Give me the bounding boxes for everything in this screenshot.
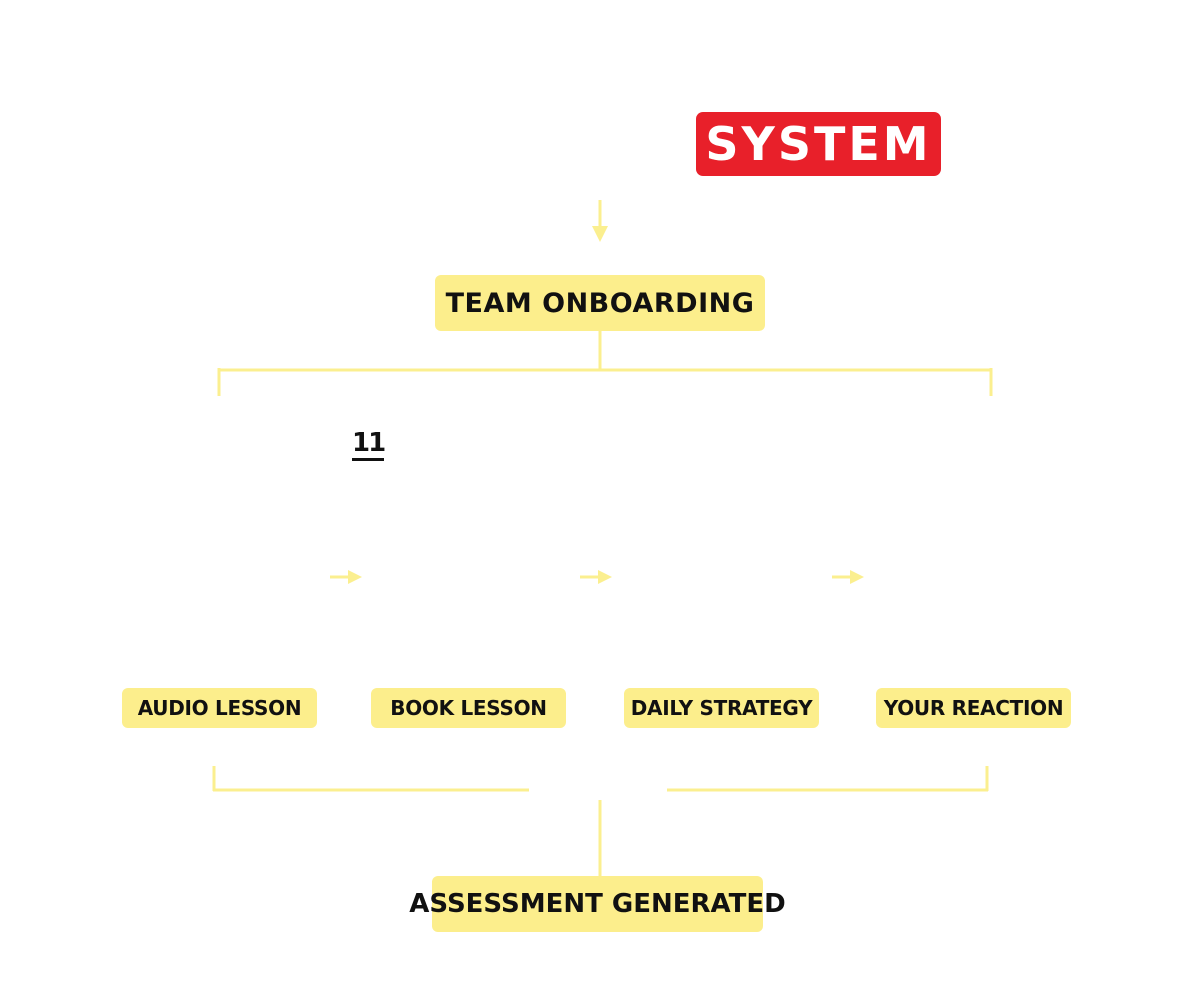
step-label: BOOK LESSON [390, 696, 547, 720]
system-header-badge: SYSTEM [696, 112, 941, 176]
step-node-your-reaction: YOUR REACTION [876, 688, 1071, 728]
step-arrow-3 [832, 570, 864, 584]
step-node-daily-strategy: DAILY STRATEGY [624, 688, 819, 728]
team-onboarding-label: TEAM ONBOARDING [445, 287, 755, 319]
step-label: YOUR REACTION [883, 696, 1064, 720]
team-onboarding-node: TEAM ONBOARDING [435, 275, 765, 331]
step-arrow-2 [580, 570, 612, 584]
assessment-generated-node: ASSESSMENT GENERATED [409, 876, 786, 932]
step-label: DAILY STRATEGY [630, 696, 813, 720]
count-label: 11 [352, 428, 386, 461]
step-label: AUDIO LESSON [137, 696, 302, 720]
header-down-arrowhead [592, 226, 608, 242]
assessment-generated-label: ASSESSMENT GENERATED [409, 889, 786, 919]
step-node-book-lesson: BOOK LESSON [371, 688, 566, 728]
step-node-audio-lesson: AUDIO LESSON [122, 688, 317, 728]
system-header-label: SYSTEM [705, 117, 932, 171]
step-arrow-1 [330, 570, 362, 584]
